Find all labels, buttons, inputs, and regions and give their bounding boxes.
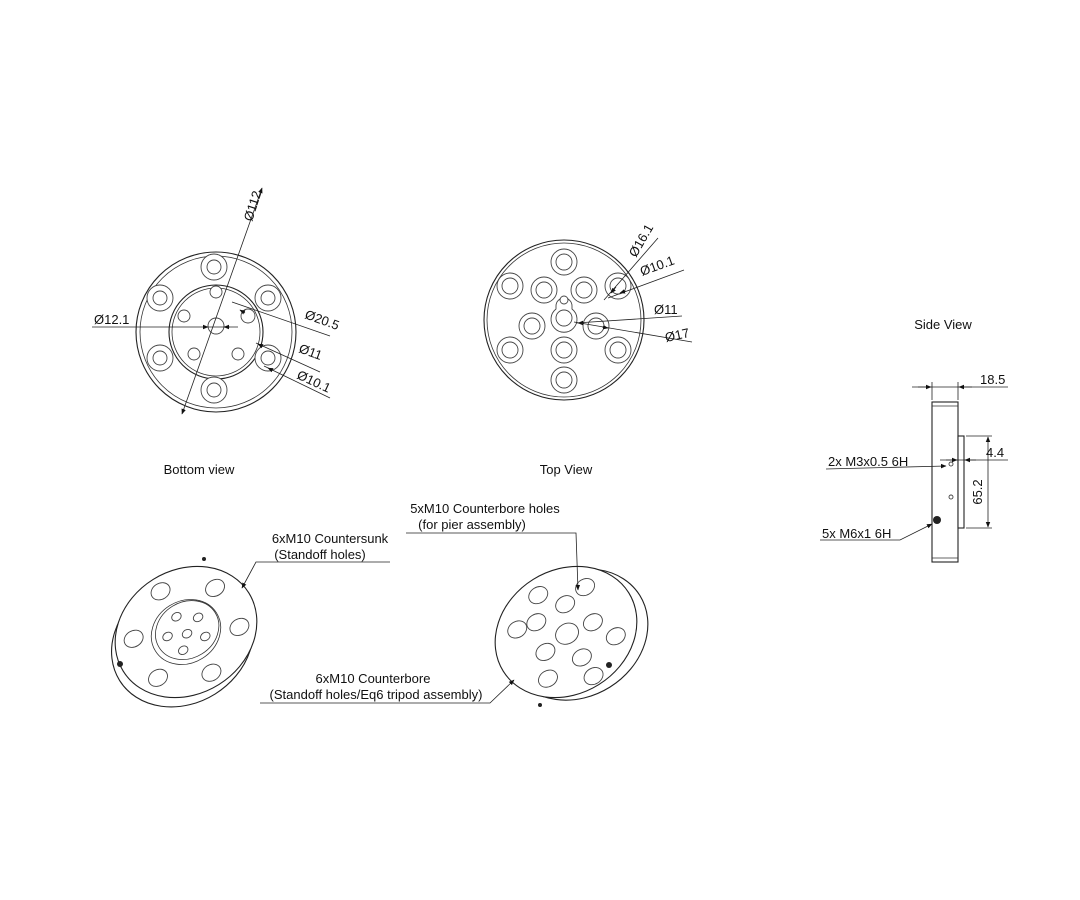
label-pier-line1: 5xM10 Counterbore holes (410, 501, 560, 516)
dim-text-top-11: Ø11 (654, 302, 678, 317)
dim-line-10-1 (263, 365, 331, 399)
iso-left-boss (150, 599, 222, 665)
dim-text-11: Ø11 (297, 341, 324, 363)
dim-text-18-5: 18.5 (980, 372, 1005, 387)
leader-m6 (820, 523, 933, 541)
side-m3-hole-2 (948, 494, 954, 500)
side-view: 18.5 65.2 4.4 2x M3x0.5 6H 5x M6x1 6H Si… (820, 317, 1008, 563)
top-view: Ø16.1 Ø10.1 Ø11 Ø17 Top View (483, 221, 693, 477)
top-pin-hole (559, 295, 569, 305)
side-body (931, 401, 959, 563)
bottom-view-label: Bottom view (164, 462, 235, 477)
dim-text-65-2: 65.2 (970, 479, 985, 504)
side-view-label: Side View (914, 317, 972, 332)
dim-line-11 (255, 342, 321, 373)
dim-text-112: Ø112 (241, 189, 265, 223)
bottom-view: Ø112 Ø12.1 Ø20.5 Ø11 Ø10.1 Bottom view (92, 187, 341, 477)
dim-text-17: Ø17 (664, 325, 691, 345)
top-outer-chamfer (486, 242, 642, 398)
leader-pier (406, 532, 581, 591)
isometric-bottom: 6xM10 Countersunk (Standoff holes) (111, 531, 390, 708)
dim-line-17 (573, 321, 693, 343)
dim-line-20-5 (231, 301, 331, 337)
dim-text-16-1: Ø16.1 (626, 221, 657, 259)
side-boss (957, 435, 965, 529)
dim-text-4-4: 4.4 (986, 445, 1004, 460)
dim-line-top-11 (575, 315, 683, 324)
label-m6-thread: 5x M6x1 6H (822, 526, 891, 541)
side-m6-hole (933, 516, 941, 524)
side-m3-hole-1 (948, 461, 954, 467)
label-m3-thread: 2x M3x0.5 6H (828, 454, 908, 469)
leader-countersunk (241, 561, 390, 589)
dim-text-12-1: Ø12.1 (94, 312, 129, 327)
dim-line-112 (181, 187, 263, 415)
label-tripod-line2: (Standoff holes/Eq6 tripod assembly) (270, 687, 483, 702)
leader-tripod (260, 679, 515, 704)
top-view-label: Top View (540, 462, 593, 477)
label-countersunk-line1: 6xM10 Countersunk (272, 531, 389, 546)
dim-text-10-1: Ø10.1 (295, 367, 333, 396)
label-pier-line2: (for pier assembly) (418, 517, 526, 532)
isometric-top: 5xM10 Counterbore holes (for pier assemb… (260, 501, 649, 707)
label-tripod-line1: 6xM10 Counterbore (316, 671, 431, 686)
label-countersunk-line2: (Standoff holes) (274, 547, 366, 562)
top-center-hole (555, 309, 573, 327)
leader-m3 (825, 463, 947, 470)
